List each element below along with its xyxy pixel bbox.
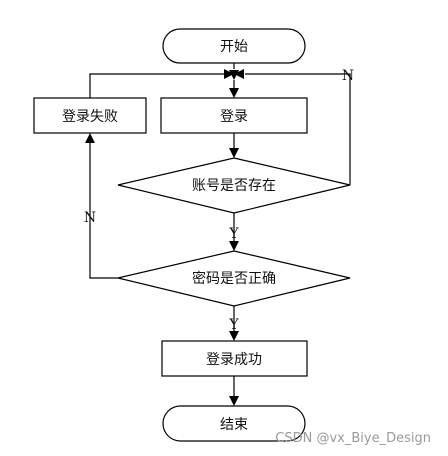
login-success-node: 登录成功	[161, 340, 308, 377]
edge-password-no	[89, 143, 118, 279]
arrow-account-no-into-merge	[234, 69, 244, 79]
start-label: 开始	[220, 39, 248, 55]
account-no-label: N	[342, 68, 354, 84]
account-yes-label: Y	[228, 226, 239, 242]
arrow-into-end	[229, 396, 239, 406]
arrow-into-login-success	[229, 331, 239, 341]
arrow-into-login-failed	[85, 133, 95, 143]
arrow-into-merge	[229, 70, 239, 80]
end-node: 结束	[162, 405, 306, 442]
login-failed-node: 登录失败	[33, 97, 147, 134]
password-correct-decision: 密码是否正确	[117, 250, 351, 307]
account-exists-decision: 账号是否存在	[117, 157, 351, 214]
edge-account-no-loop	[245, 73, 351, 185]
login-success-label: 登录成功	[206, 352, 262, 368]
arrow-into-password-decision	[229, 241, 239, 251]
end-label: 结束	[220, 417, 248, 433]
login-node: 登录	[160, 97, 308, 134]
password-no-label: N	[84, 210, 96, 226]
edge-failed-to-merge	[89, 73, 224, 98]
login-failed-label: 登录失败	[62, 109, 118, 125]
login-label: 登录	[220, 109, 248, 125]
password-yes-label: Y	[228, 317, 239, 333]
start-node: 开始	[162, 28, 306, 64]
arrow-failed-into-merge	[224, 69, 234, 79]
watermark-text: CSDN @vx_Biye_Design	[275, 431, 431, 446]
arrow-into-login	[229, 88, 239, 98]
password-correct-label: 密码是否正确	[192, 270, 276, 287]
arrow-into-account-decision	[229, 148, 239, 158]
account-exists-label: 账号是否存在	[192, 178, 276, 194]
